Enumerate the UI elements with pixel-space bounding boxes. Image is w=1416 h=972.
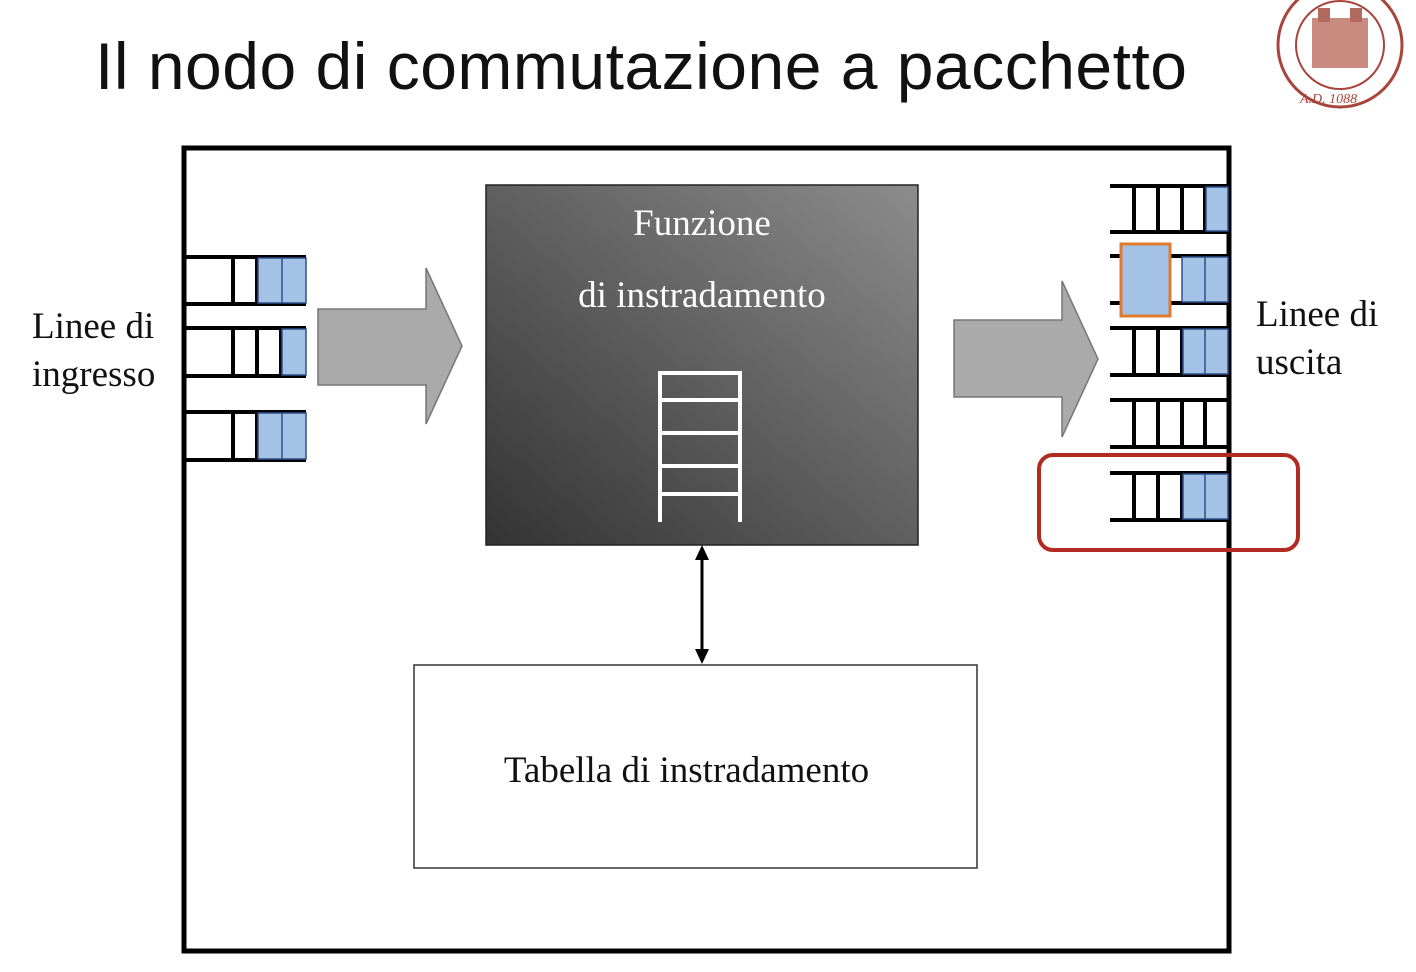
arriving-packet bbox=[1119, 242, 1172, 318]
routing-function-subtitle: di instradamento bbox=[578, 275, 826, 316]
input-queue bbox=[186, 255, 307, 306]
routing-function-box bbox=[485, 184, 919, 546]
svg-text:A.D. 1088: A.D. 1088 bbox=[1299, 92, 1357, 107]
input-lines-label-line2: ingresso bbox=[32, 354, 156, 395]
university-seal-logo: A.D. 1088 bbox=[1276, 0, 1404, 109]
output-lines-label: Linee di uscita bbox=[1256, 291, 1378, 387]
output-lines-label-line2: uscita bbox=[1256, 342, 1343, 383]
congested-queue-highlight bbox=[1037, 453, 1300, 552]
output-queue bbox=[1110, 326, 1229, 377]
input-lines-label: Linee di ingresso bbox=[32, 303, 155, 399]
routing-table-box bbox=[413, 664, 978, 869]
output-queue bbox=[1110, 471, 1229, 522]
routing-function-title: Funzione bbox=[633, 203, 771, 244]
output-flow-arrow bbox=[953, 280, 1099, 438]
input-queue bbox=[186, 410, 307, 462]
output-lines-label-line1: Linee di bbox=[1256, 294, 1379, 335]
slide-title: Il nodo di commutazione a pacchetto bbox=[95, 29, 1188, 103]
output-queue bbox=[1110, 398, 1228, 449]
input-queue bbox=[186, 326, 307, 378]
function-table-link-arrow bbox=[695, 545, 709, 664]
output-queue bbox=[1110, 242, 1229, 318]
input-lines-label-line1: Linee di bbox=[32, 306, 155, 347]
output-queue bbox=[1110, 184, 1229, 234]
routing-table-label: Tabella di instradamento bbox=[503, 750, 870, 791]
internal-buffer-ladder bbox=[658, 371, 742, 522]
input-flow-arrow bbox=[317, 267, 463, 425]
